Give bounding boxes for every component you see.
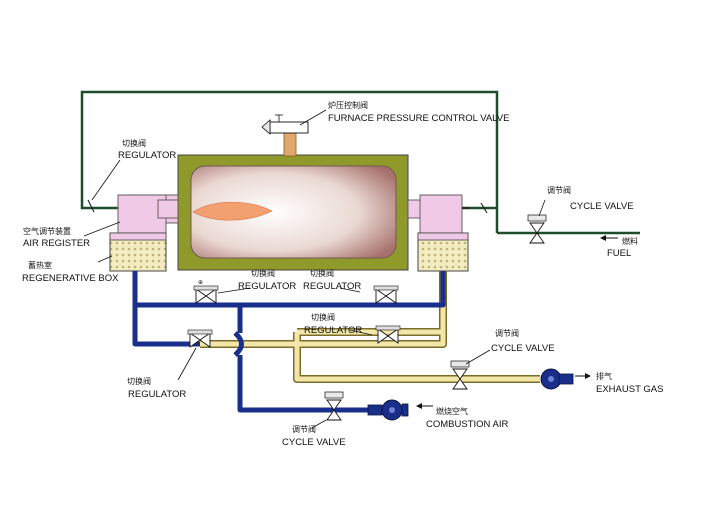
air-register-label: AIR REGISTER xyxy=(23,238,90,249)
leader-lines xyxy=(83,109,546,429)
cycle-valve-air-label-cn: 调节阀 xyxy=(292,425,316,434)
regenerative-box-left xyxy=(109,232,167,272)
regulator-mid2-label-cn: 切换阀 xyxy=(310,268,334,278)
labels: 炉压控制阀 FURNACE PRESSURE CONTROL VALVE 切换阀… xyxy=(22,100,663,448)
regulator-valve-lower-right[interactable] xyxy=(375,325,401,344)
combustion-air-fan xyxy=(367,399,409,421)
regulator-low-label-cn: 切换阀 xyxy=(127,376,151,386)
regulator-top-label-cn: 切换阀 xyxy=(122,138,146,148)
cycle-valve-exhaust-label: CYCLE VALVE xyxy=(491,343,555,354)
cycle-valve-fuel[interactable] xyxy=(527,214,547,244)
duct-crossover xyxy=(233,331,244,357)
cycle-valve-exhaust[interactable] xyxy=(450,360,470,390)
fuel-line-valve-left[interactable] xyxy=(87,199,95,213)
burner-right xyxy=(407,194,470,234)
regulator-valve-lower-left[interactable] xyxy=(187,329,213,348)
furnace-valve-label: FURNACE PRESSURE CONTROL VALVE xyxy=(328,113,509,124)
cycle-valve-air-label: CYCLE VALVE xyxy=(282,437,346,448)
fuel-inlet-arrow xyxy=(600,235,618,241)
combustion-air-inlet-arrow xyxy=(416,403,433,409)
fuel-label: FUEL xyxy=(607,248,631,259)
regulator-mid1-label-cn: 切换阀 xyxy=(251,268,275,278)
regulator-mid3-label-cn: 切换阀 xyxy=(311,312,335,322)
combustion-air-duct xyxy=(132,271,446,413)
furnace xyxy=(177,154,409,271)
exhaust-fan xyxy=(540,368,574,390)
fuel-line-valve-right[interactable] xyxy=(480,202,488,214)
cycle-valve-air[interactable] xyxy=(324,391,344,421)
exhaust-duct xyxy=(200,271,540,383)
svg-text:⊕: ⊕ xyxy=(198,279,203,286)
combustion-air-label: COMBUSTION AIR xyxy=(426,419,508,430)
exhaust-label: EXHAUST GAS xyxy=(596,384,663,395)
regen-box-label: REGENERATIVE BOX xyxy=(22,273,119,284)
furnace-valve-label-cn: 炉压控制阀 xyxy=(328,100,368,110)
regulator-valve-upper-left[interactable]: ⊕ xyxy=(193,279,219,304)
cycle-valve-exhaust-label-cn: 调节阀 xyxy=(495,329,519,338)
exhaust-outlet-arrow xyxy=(575,373,591,379)
air-register-label-cn: 空气调节装置 xyxy=(23,226,71,236)
regen-box-label-cn: 蓄热室 xyxy=(28,260,52,270)
furnace-pressure-control-valve[interactable] xyxy=(261,114,309,157)
burner-left xyxy=(117,194,179,234)
combustion-air-label-cn: 燃烧空气 xyxy=(436,406,468,416)
flame xyxy=(192,201,273,221)
regulator-mid2-label: REGULATOR xyxy=(303,281,361,292)
regenerative-box-right xyxy=(417,232,469,272)
fuel-label-cn: 燃料 xyxy=(622,236,638,246)
cycle-valve-fuel-label-cn: 调节阀 xyxy=(547,186,571,195)
regulator-mid1-label: REGULATOR xyxy=(238,281,296,292)
cycle-valve-fuel-label: CYCLE VALVE xyxy=(570,201,634,212)
regulator-top-label: REGULATOR xyxy=(118,150,176,161)
regulator-mid3-label: REGULATOR xyxy=(304,325,362,336)
exhaust-label-cn: 排气 xyxy=(596,371,612,381)
regulator-valve-upper-right[interactable] xyxy=(373,285,399,304)
regulator-low-label: REGULATOR xyxy=(128,389,186,400)
